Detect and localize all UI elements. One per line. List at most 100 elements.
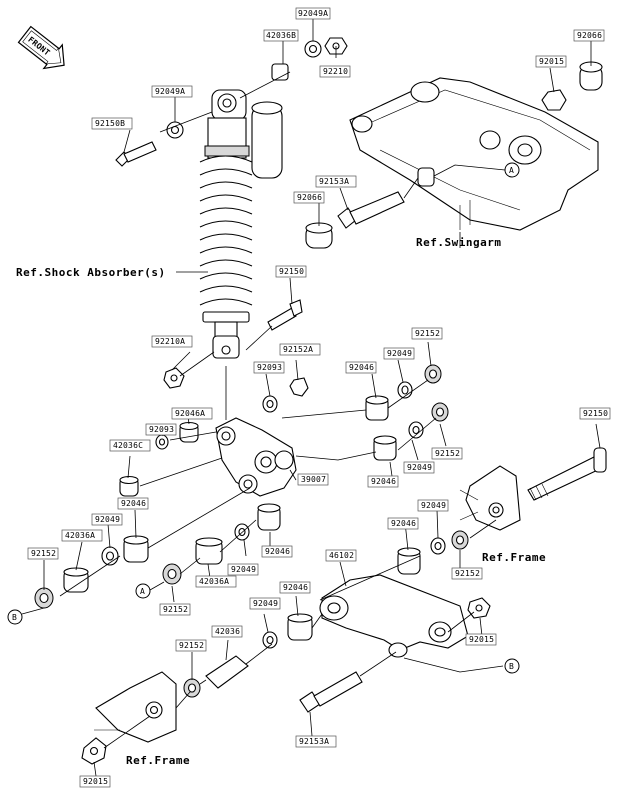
svg-text:92046: 92046 xyxy=(391,519,416,528)
svg-text:39007: 39007 xyxy=(301,475,326,484)
marker-b-left: B xyxy=(7,609,23,625)
svg-text:92152: 92152 xyxy=(455,569,480,578)
svg-text:A: A xyxy=(140,587,145,596)
svg-text:92093: 92093 xyxy=(257,363,282,372)
svg-text:B: B xyxy=(12,613,17,622)
part-label: 92152A xyxy=(279,343,321,356)
svg-text:92046: 92046 xyxy=(121,499,146,508)
marker-a-swingarm: A xyxy=(504,162,520,178)
part-label: 92015 xyxy=(79,775,111,788)
part-label: 92046A xyxy=(171,407,213,420)
part-label: 92015 xyxy=(465,633,497,646)
part-label: 92046 xyxy=(261,545,293,558)
part-label: 92049A xyxy=(151,85,193,98)
svg-text:92152A: 92152A xyxy=(283,345,313,354)
bolt-92153A xyxy=(337,191,405,229)
svg-text:92046: 92046 xyxy=(265,547,290,556)
ref-swingarm-label: Ref.Swingarm xyxy=(416,236,501,249)
svg-text:92152: 92152 xyxy=(179,641,204,650)
svg-text:B: B xyxy=(509,662,514,671)
svg-text:92015: 92015 xyxy=(469,635,494,644)
bolt-92150-long xyxy=(527,447,607,501)
part-label: 92210 xyxy=(319,65,351,78)
part-label: 92046 xyxy=(279,581,311,594)
part-label: 92152 xyxy=(411,327,443,340)
part-label: 92049 xyxy=(91,513,123,526)
bolt-92150B xyxy=(115,141,157,167)
svg-text:92046: 92046 xyxy=(283,583,308,592)
svg-text:92049: 92049 xyxy=(253,599,278,608)
svg-text:92150: 92150 xyxy=(583,409,608,418)
svg-text:42036A: 42036A xyxy=(65,531,95,540)
part-label: 92093 xyxy=(145,423,177,436)
svg-text:92150B: 92150B xyxy=(95,119,125,128)
part-label: 92150 xyxy=(275,265,307,278)
part-label: 92049 xyxy=(417,499,449,512)
ref-frame-right-label: Ref.Frame xyxy=(482,551,546,564)
part-label: 92049 xyxy=(227,563,259,576)
svg-text:46102: 46102 xyxy=(329,551,354,560)
part-label: 92153A xyxy=(315,175,357,188)
part-label: 92210A xyxy=(151,335,193,348)
svg-text:92046: 92046 xyxy=(371,477,396,486)
svg-text:92049A: 92049A xyxy=(298,9,328,18)
svg-text:92049: 92049 xyxy=(421,501,446,510)
part-label: 92066 xyxy=(293,191,325,204)
part-label: 92152 xyxy=(27,547,59,560)
svg-text:92210: 92210 xyxy=(323,67,348,76)
svg-text:92153A: 92153A xyxy=(319,177,349,186)
part-label: 92049 xyxy=(249,597,281,610)
part-label: 92152 xyxy=(451,567,483,580)
part-labels: 92049A 42036B 92210 92066 92015 92049A 9… xyxy=(27,7,611,788)
svg-text:92015: 92015 xyxy=(83,777,108,786)
part-label: 92049A xyxy=(295,7,331,20)
front-arrow-icon: FRONT xyxy=(17,25,65,70)
part-label: 42036 xyxy=(211,625,243,638)
part-label: 92049 xyxy=(403,461,435,474)
svg-text:92153A: 92153A xyxy=(299,737,329,746)
svg-text:92152: 92152 xyxy=(31,549,56,558)
part-label: 92150B xyxy=(91,117,133,130)
part-label: 92049 xyxy=(383,347,415,360)
svg-text:92210A: 92210A xyxy=(155,337,185,346)
part-label: 92152 xyxy=(175,639,207,652)
svg-text:92049: 92049 xyxy=(231,565,256,574)
svg-text:42036B: 42036B xyxy=(266,31,296,40)
svg-text:42036A: 42036A xyxy=(199,577,229,586)
part-label: 92015 xyxy=(535,55,567,68)
svg-text:92152: 92152 xyxy=(163,605,188,614)
part-label: 92046 xyxy=(387,517,419,530)
svg-text:92066: 92066 xyxy=(577,31,602,40)
leader-lines xyxy=(21,18,601,777)
rocker-arm-39007 xyxy=(215,417,297,497)
part-label: 92066 xyxy=(573,29,605,42)
part-label: 42036A xyxy=(61,529,103,542)
part-label: 92093 xyxy=(253,361,285,374)
svg-text:92049A: 92049A xyxy=(155,87,185,96)
svg-text:92049: 92049 xyxy=(387,349,412,358)
part-label: 92152 xyxy=(159,603,191,616)
svg-text:42036: 42036 xyxy=(215,627,240,636)
part-label: 92153A xyxy=(295,735,337,748)
svg-text:92152: 92152 xyxy=(435,449,460,458)
part-label: 42036A xyxy=(195,575,237,588)
svg-text:92015: 92015 xyxy=(539,57,564,66)
svg-text:92066: 92066 xyxy=(297,193,322,202)
svg-text:92046A: 92046A xyxy=(175,409,205,418)
part-label: 92046 xyxy=(345,361,377,374)
svg-text:92150: 92150 xyxy=(279,267,304,276)
part-label: 92046 xyxy=(117,497,149,510)
part-label: 92046 xyxy=(367,475,399,488)
part-label: 39007 xyxy=(297,473,329,486)
svg-text:42036C: 42036C xyxy=(113,441,143,450)
svg-text:A: A xyxy=(509,166,514,175)
part-label: 46102 xyxy=(325,549,357,562)
part-label: 92152 xyxy=(431,447,463,460)
shock-absorber xyxy=(199,89,283,359)
svg-text:92049: 92049 xyxy=(407,463,432,472)
marker-a-left: A xyxy=(135,583,151,599)
swingarm xyxy=(349,77,599,231)
frame-bracket-right xyxy=(459,465,521,531)
bolt-92153A-lower xyxy=(299,671,363,713)
